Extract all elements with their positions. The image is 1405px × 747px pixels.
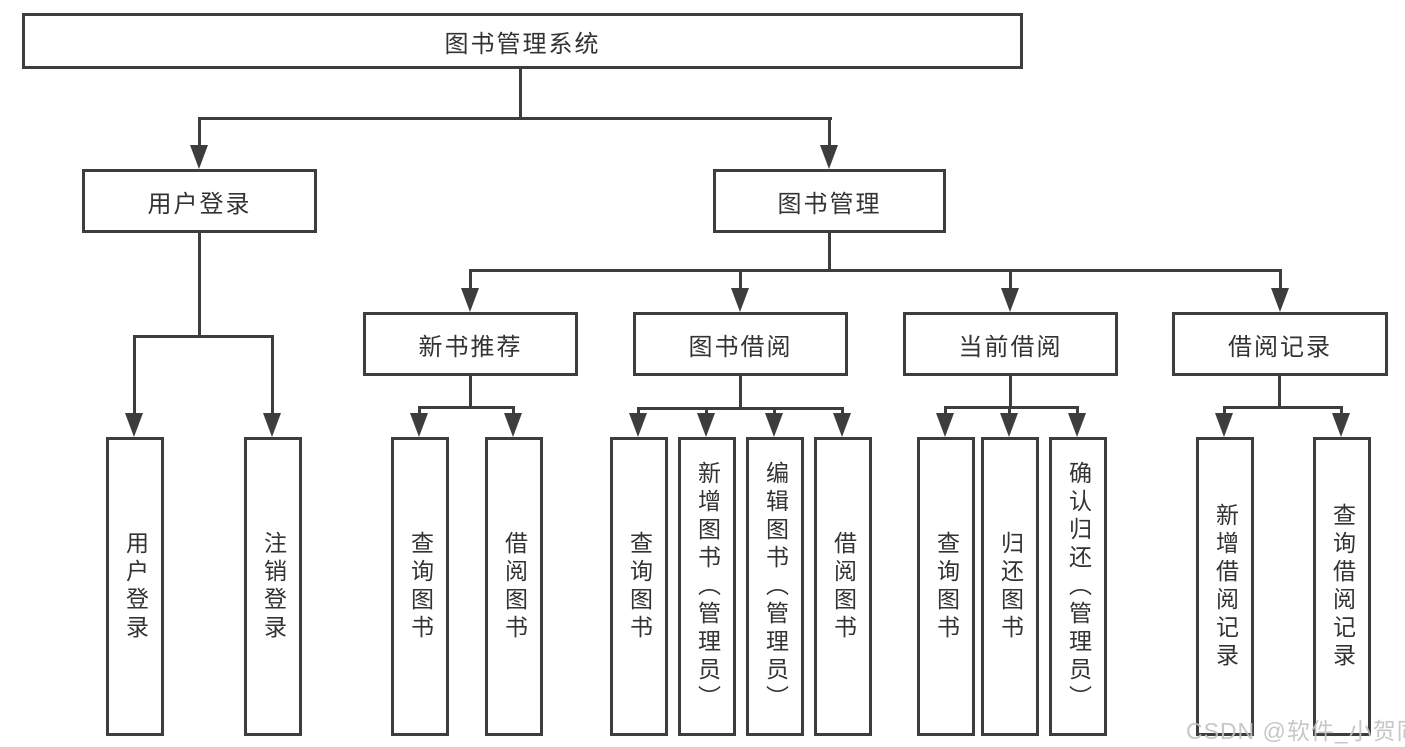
- arrow-down-icon: [765, 413, 783, 437]
- node-new-book-recommendation-label: 新书推荐: [418, 333, 523, 361]
- arrow-down-icon: [936, 413, 954, 437]
- leaf-confirm-return-admin-label: 确认归还（管理员）: [1065, 460, 1092, 713]
- arrow-down-icon: [820, 145, 838, 169]
- connector-line: [519, 69, 522, 118]
- arrow-down-icon: [461, 288, 479, 312]
- connector-line: [469, 269, 1282, 272]
- leaf-query-books-label: 查询图书: [626, 530, 653, 643]
- arrow-down-icon: [1000, 413, 1018, 437]
- arrow-down-icon: [1068, 413, 1086, 437]
- leaf-borrow-books: 借阅图书: [814, 437, 872, 736]
- connector-line: [828, 117, 831, 147]
- connector-line: [637, 407, 640, 415]
- node-book-borrowing-label: 图书借阅: [688, 333, 793, 361]
- arrow-down-icon: [263, 413, 281, 437]
- connector-line: [1223, 406, 1343, 409]
- connector-line: [133, 335, 136, 415]
- node-root-label: 图书管理系统: [444, 30, 601, 58]
- connector-line: [739, 376, 742, 410]
- node-user-login: 用户登录: [82, 169, 317, 233]
- arrow-down-icon: [833, 413, 851, 437]
- leaf-user-login: 用户登录: [106, 437, 164, 736]
- arrow-down-icon: [125, 413, 143, 437]
- connector-line: [1009, 376, 1012, 409]
- leaf-add-borrow-record-label: 新增借阅记录: [1212, 502, 1239, 671]
- node-borrowing-records: 借阅记录: [1172, 312, 1388, 376]
- connector-line: [705, 407, 708, 415]
- connector-line: [271, 335, 274, 415]
- leaf-query-books: 查询图书: [391, 437, 449, 736]
- arrow-down-icon: [504, 413, 522, 437]
- csdn-watermark: CSDN @软件_小贺同学: [1186, 718, 1405, 744]
- connector-line: [1223, 406, 1226, 415]
- leaf-logout-login-label: 注销登录: [260, 530, 287, 643]
- connector-line: [841, 407, 844, 415]
- node-new-book-recommendation: 新书推荐: [363, 312, 578, 376]
- arrow-down-icon: [1001, 288, 1019, 312]
- leaf-user-login-label: 用户登录: [122, 530, 149, 643]
- connector-line: [1008, 406, 1011, 415]
- connector-line: [133, 335, 273, 338]
- leaf-query-borrow-record: 查询借阅记录: [1313, 437, 1371, 736]
- node-current-borrowing-label: 当前借阅: [958, 333, 1063, 361]
- connector-line: [198, 233, 201, 338]
- leaf-borrow-books-label: 借阅图书: [501, 530, 528, 643]
- connector-line: [1009, 269, 1012, 290]
- leaf-return-books: 归还图书: [981, 437, 1039, 736]
- leaf-borrow-books: 借阅图书: [485, 437, 543, 736]
- arrow-down-icon: [697, 413, 715, 437]
- node-book-management-label: 图书管理: [777, 190, 882, 218]
- arrow-down-icon: [629, 413, 647, 437]
- connector-line: [828, 233, 831, 272]
- node-root: 图书管理系统: [22, 13, 1023, 69]
- connector-line: [469, 269, 472, 290]
- leaf-add-borrow-record: 新增借阅记录: [1196, 437, 1254, 736]
- leaf-query-books: 查询图书: [610, 437, 668, 736]
- leaf-confirm-return-admin: 确认归还（管理员）: [1049, 437, 1107, 736]
- arrow-down-icon: [1215, 413, 1233, 437]
- connector-line: [1278, 376, 1281, 409]
- connector-line: [944, 406, 1079, 409]
- leaf-query-books: 查询图书: [917, 437, 975, 736]
- node-book-borrowing: 图书借阅: [633, 312, 848, 376]
- connector-line: [469, 376, 472, 409]
- connector-line: [418, 406, 421, 415]
- connector-line: [418, 406, 515, 409]
- connector-line: [739, 269, 742, 290]
- node-current-borrowing: 当前借阅: [903, 312, 1118, 376]
- connector-line: [198, 117, 201, 147]
- node-user-login-label: 用户登录: [147, 190, 252, 218]
- connector-line: [1279, 269, 1282, 290]
- connector-line: [1340, 406, 1343, 415]
- arrow-down-icon: [731, 288, 749, 312]
- connector-line: [773, 407, 776, 415]
- leaf-add-books-admin: 新增图书（管理员）: [678, 437, 736, 736]
- connector-line: [637, 407, 844, 410]
- connector-line: [512, 406, 515, 415]
- arrow-down-icon: [1332, 413, 1350, 437]
- leaf-query-books-label: 查询图书: [407, 530, 434, 643]
- connector-line: [944, 406, 947, 415]
- node-borrowing-records-label: 借阅记录: [1228, 333, 1332, 361]
- arrow-down-icon: [410, 413, 428, 437]
- arrow-down-icon: [190, 145, 208, 169]
- arrow-down-icon: [1271, 288, 1289, 312]
- leaf-borrow-books-label: 借阅图书: [830, 530, 857, 643]
- leaf-return-books-label: 归还图书: [997, 530, 1024, 643]
- leaf-query-borrow-record-label: 查询借阅记录: [1329, 502, 1356, 671]
- leaf-add-books-admin-label: 新增图书（管理员）: [694, 460, 721, 713]
- node-book-management: 图书管理: [713, 169, 946, 233]
- connector-line: [1076, 406, 1079, 415]
- leaf-query-books-label: 查询图书: [933, 530, 960, 643]
- connector-line: [198, 117, 832, 120]
- leaf-edit-books-admin-label: 编辑图书（管理员）: [762, 460, 789, 713]
- leaf-logout-login: 注销登录: [244, 437, 302, 736]
- leaf-edit-books-admin: 编辑图书（管理员）: [746, 437, 804, 736]
